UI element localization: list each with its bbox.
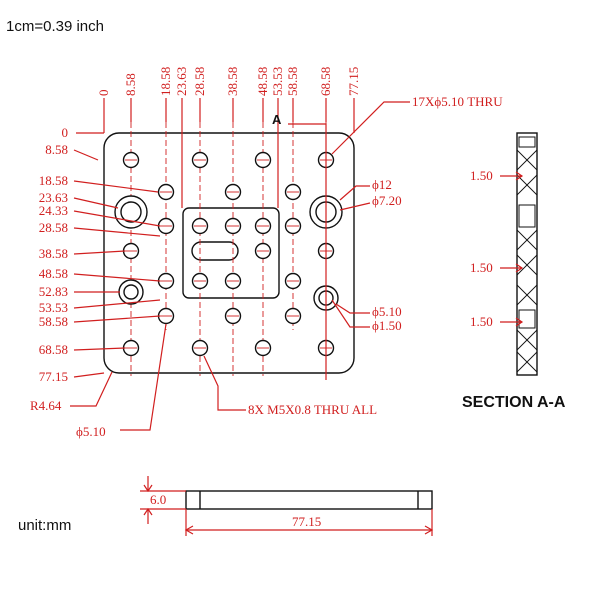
thru-callout-leader bbox=[331, 101, 410, 155]
cbore-top-leader bbox=[339, 185, 370, 201]
scale-note: 1cm=0.39 inch bbox=[6, 18, 104, 35]
section-dim-1: 1.50 bbox=[470, 168, 493, 183]
top-dimension-label: 8.58 bbox=[123, 73, 138, 96]
thru-holes-callout: 17Xϕ5.10 THRU bbox=[412, 94, 503, 109]
section-dim-2: 1.50 bbox=[470, 260, 493, 275]
top-dimension-label: 38.58 bbox=[225, 67, 240, 96]
left-dimension-label: 48.58 bbox=[39, 266, 68, 281]
top-dimension-label: 48.58 bbox=[255, 67, 270, 96]
left-dimension-label: 0 bbox=[62, 125, 69, 140]
section-dim-3: 1.50 bbox=[470, 314, 493, 329]
left-dimension-label: 8.58 bbox=[45, 142, 68, 157]
top-dimension-label: 68.58 bbox=[318, 67, 333, 96]
thickness-dim: 6.0 bbox=[150, 492, 166, 507]
section-title: SECTION A-A bbox=[462, 394, 566, 411]
section-holes bbox=[518, 136, 536, 329]
cbore-top-leader-2 bbox=[339, 202, 371, 211]
top-dimension-label: 23.63 bbox=[174, 67, 189, 96]
counterbore-holes bbox=[114, 195, 343, 311]
radius-callout: R4.64 bbox=[30, 398, 62, 413]
top-leaders bbox=[103, 98, 355, 208]
top-dimension-label: 58.58 bbox=[285, 67, 300, 96]
left-dimension-label: 18.58 bbox=[39, 173, 68, 188]
left-dimension-label: 23.63 bbox=[39, 190, 68, 205]
left-dimension-label: 28.58 bbox=[39, 220, 68, 235]
cbore-bottom-inner-callout: ϕ1.50 bbox=[372, 318, 402, 333]
section-dim-leaders bbox=[500, 171, 524, 327]
plate-outline bbox=[103, 132, 355, 374]
tapped-callout: 8X M5X0.8 THRU ALL bbox=[248, 402, 377, 417]
left-dimension-label: 52.83 bbox=[39, 284, 68, 299]
left-dimension-label: 77.15 bbox=[39, 369, 68, 384]
cbore-inner-callout: ϕ7.20 bbox=[372, 193, 402, 208]
hole-callout: ϕ5.10 bbox=[76, 424, 106, 439]
center-pocket bbox=[182, 207, 280, 299]
left-dimension-label: 53.53 bbox=[39, 300, 68, 315]
side-view-outline bbox=[185, 490, 433, 510]
section-outline bbox=[516, 132, 538, 376]
centerlines bbox=[130, 122, 327, 376]
cbore-outer-callout: ϕ12 bbox=[372, 177, 392, 192]
length-dim-lines bbox=[184, 509, 434, 536]
section-cut-line bbox=[288, 123, 327, 380]
top-dimension-label: 53.53 bbox=[270, 67, 285, 96]
cbore-bottom-outer-callout: ϕ5.10 bbox=[372, 304, 402, 319]
hole-callout-leader bbox=[120, 323, 167, 431]
section-hatching bbox=[516, 149, 538, 373]
top-dimension-label: 77.15 bbox=[346, 67, 361, 96]
top-dimension-label: 28.58 bbox=[192, 67, 207, 96]
cbore-bottom-leader-2 bbox=[331, 299, 370, 328]
left-dimension-label: 68.58 bbox=[39, 342, 68, 357]
left-dimension-label: 58.58 bbox=[39, 314, 68, 329]
section-view bbox=[516, 132, 538, 376]
cbore-bottom-leader bbox=[335, 303, 370, 314]
left-leaders bbox=[73, 132, 161, 378]
thru-holes bbox=[122, 151, 335, 357]
radius-leader bbox=[70, 371, 113, 407]
thickness-dim-lines bbox=[140, 476, 186, 524]
left-dimension-label: 38.58 bbox=[39, 246, 68, 261]
tapped-leader bbox=[203, 355, 246, 411]
top-dimension-label: 0 bbox=[96, 90, 111, 97]
section-marker: A bbox=[272, 112, 282, 127]
center-slot bbox=[191, 241, 239, 261]
unit-note: unit:mm bbox=[18, 517, 71, 534]
left-dimension-label: 24.33 bbox=[39, 203, 68, 218]
top-dimension-label: 18.58 bbox=[158, 67, 173, 96]
length-dim: 77.15 bbox=[292, 514, 321, 529]
